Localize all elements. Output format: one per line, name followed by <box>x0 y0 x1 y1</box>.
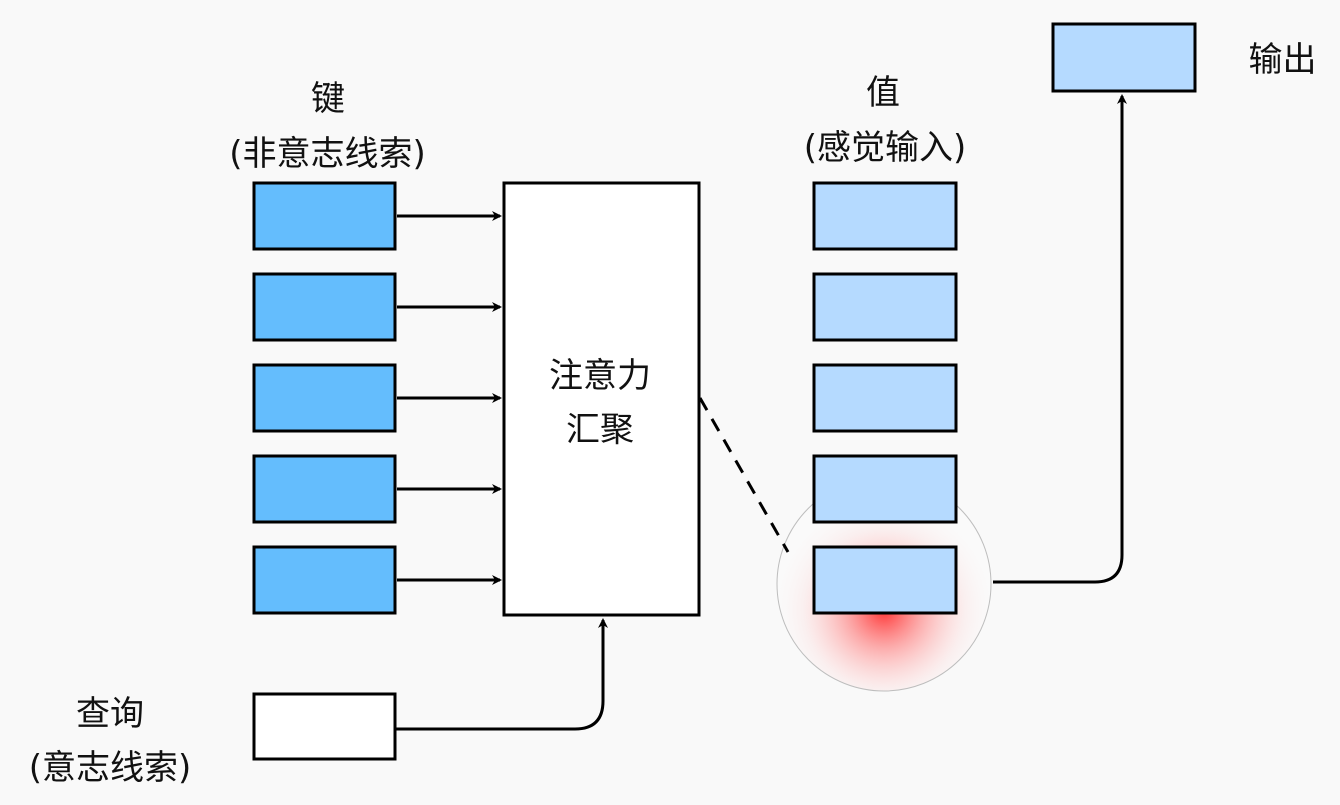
query-box <box>252 692 397 761</box>
value-box-1 <box>812 181 958 251</box>
output-box <box>1051 22 1197 93</box>
attention-pooling-label-line2: 汇聚 <box>566 410 634 450</box>
attention-pooling-label-line1: 注意力 <box>549 356 651 396</box>
keys-subtitle: (非意志线索) <box>229 134 426 174</box>
values-column <box>812 181 958 615</box>
output-label: 输出 <box>1248 40 1317 80</box>
value-box-4 <box>812 454 958 524</box>
selection-dashed-line <box>698 397 790 553</box>
attention-pooling-box <box>502 181 701 617</box>
query-title: 查询 <box>76 694 144 734</box>
values-subtitle: (感觉输入) <box>803 128 967 168</box>
value-box-highlighted <box>812 545 958 615</box>
key-box-2 <box>252 272 397 342</box>
keys-column <box>252 181 502 615</box>
key-box-1 <box>252 181 397 251</box>
keys-title: 键 <box>311 79 345 119</box>
value-box-3 <box>812 363 958 433</box>
values-title: 值 <box>866 73 900 113</box>
value-box-2 <box>812 272 958 342</box>
query-arrow <box>395 618 608 731</box>
key-box-3 <box>252 363 397 433</box>
key-box-5 <box>252 545 397 615</box>
output-arrow <box>993 94 1127 584</box>
key-box-4 <box>252 454 397 524</box>
query-subtitle: (意志线索) <box>28 748 192 788</box>
